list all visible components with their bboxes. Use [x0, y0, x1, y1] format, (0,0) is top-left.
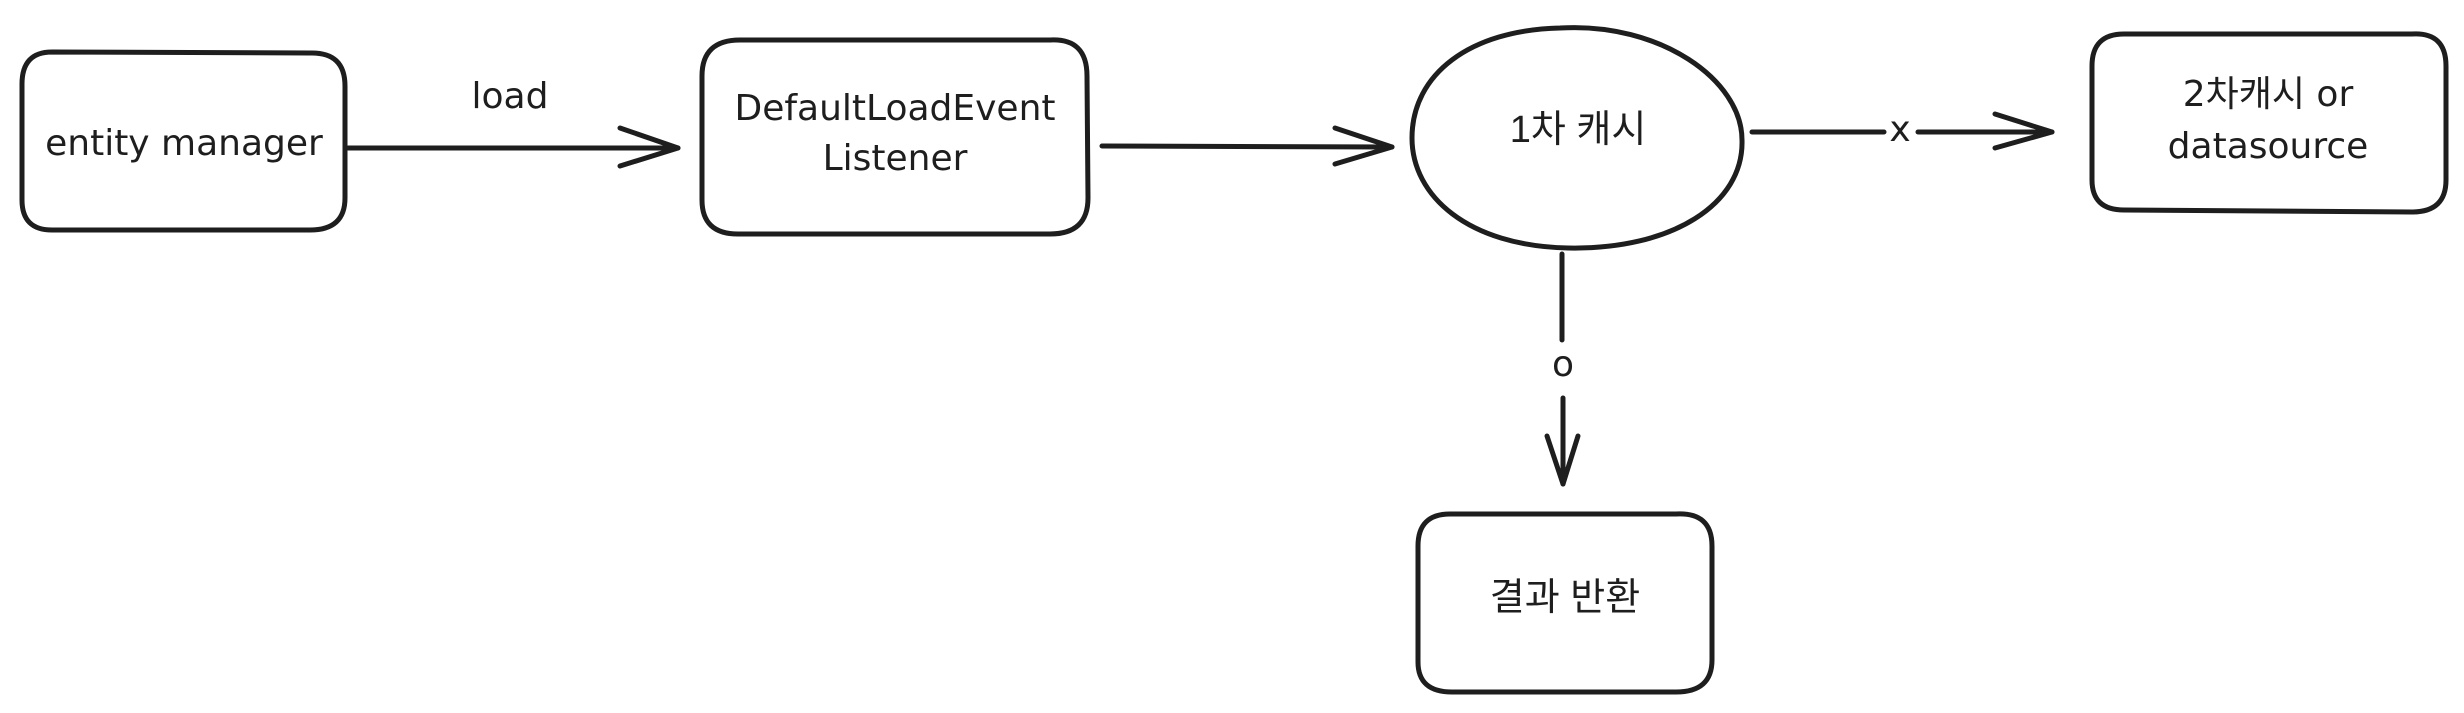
second-level-node: 2차캐시 or datasource — [2089, 31, 2449, 215]
second-level-label-line1: 2차캐시 or — [2183, 74, 2354, 115]
listener-node: DefaultLoadEvent Listener — [699, 37, 1091, 237]
load-arrow-head — [617, 125, 681, 169]
second-level-label-line2: datasource — [2168, 126, 2369, 167]
first-level-cache-ellipse — [1409, 25, 1745, 251]
cache-miss-edge-label: x — [1889, 109, 1910, 150]
cache-hit-edge: o — [1544, 251, 1581, 487]
listener-to-cache-line — [1099, 143, 1395, 150]
result-node: 결과 반환 — [1415, 511, 1715, 695]
load-edge-label: load — [472, 76, 549, 117]
entity-manager-label: entity manager — [45, 123, 323, 164]
listener-to-cache-edge — [1099, 125, 1395, 167]
load-edge: load — [345, 76, 681, 169]
cache-hit-arrow-head — [1544, 433, 1581, 487]
result-box — [1415, 511, 1715, 695]
first-level-cache-node: 1차 캐시 — [1409, 25, 1745, 251]
entity-manager-node: entity manager — [19, 49, 348, 233]
cache-miss-edge: x — [1749, 109, 2055, 151]
listener-box — [699, 37, 1091, 237]
second-level-box — [2089, 31, 2449, 215]
result-label: 결과 반환 — [1490, 577, 1640, 619]
listener-to-cache-head — [1332, 125, 1395, 167]
cache-hit-edge-label: o — [1552, 344, 1574, 385]
entity-manager-box — [19, 49, 348, 233]
listener-label-line1: DefaultLoadEvent — [734, 88, 1055, 129]
cache-miss-arrow-head — [1992, 111, 2055, 151]
listener-label-line2: Listener — [823, 138, 968, 179]
first-level-cache-label: 1차 캐시 — [1510, 109, 1647, 151]
